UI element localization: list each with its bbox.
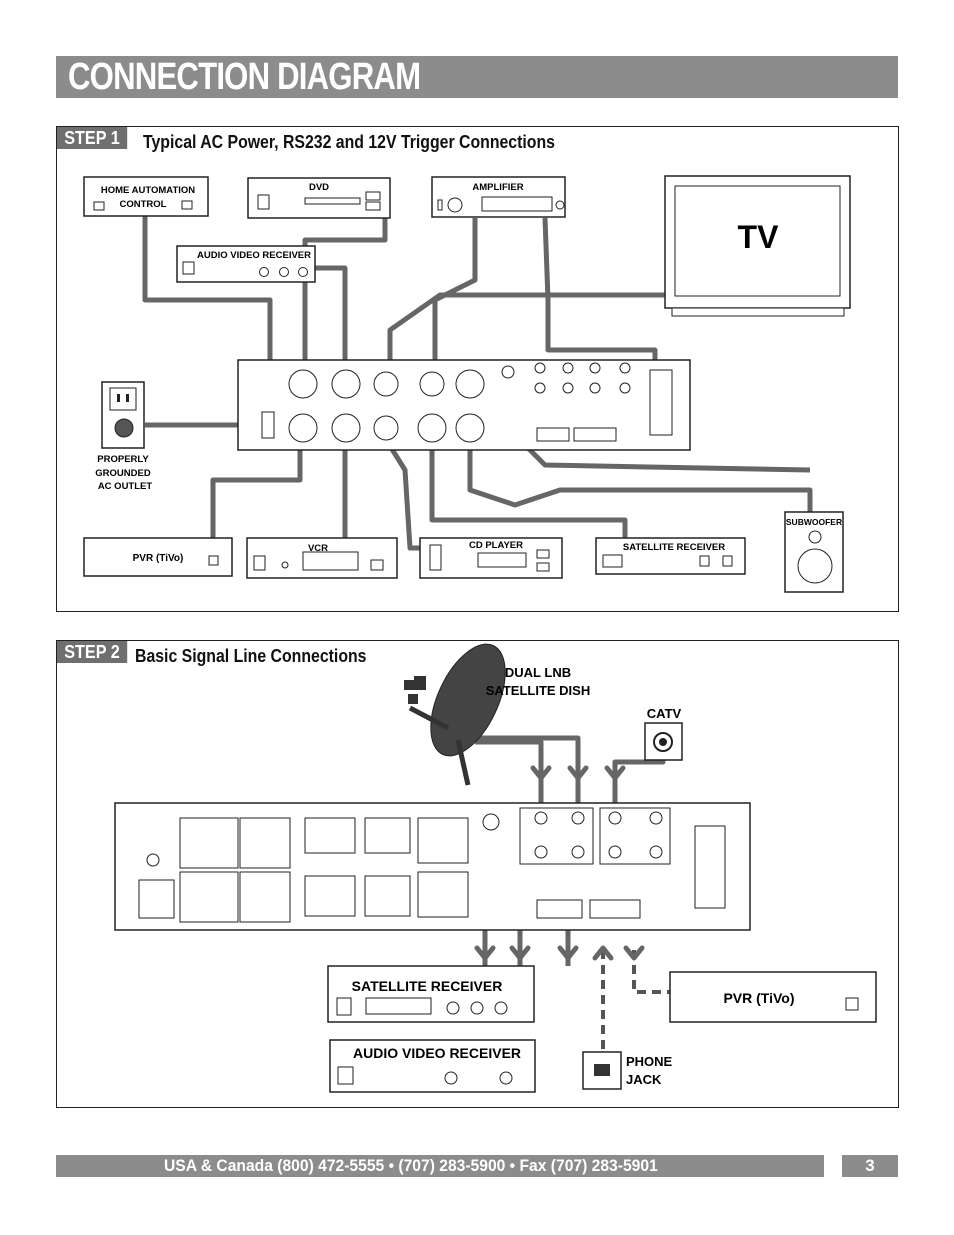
avr-label-step1: AUDIO VIDEO RECEIVER <box>197 250 311 261</box>
step1-tag: STEP 1 <box>57 127 127 149</box>
page-title-bar: CONNECTION DIAGRAM <box>56 56 898 98</box>
sat-receiver-label-step2: SATELLITE RECEIVER <box>352 978 503 994</box>
cable-amp <box>432 218 478 372</box>
vcr-label: VCR <box>308 543 328 554</box>
amplifier-device: AMPLIFIER <box>431 176 566 218</box>
cd-player-label: CD PLAYER <box>469 540 523 551</box>
dish-label-2: SATELLITE DISH <box>486 683 590 698</box>
satellite-dish: DUAL LNB SATELLITE DISH <box>404 643 590 786</box>
cable-sub <box>467 438 813 512</box>
tv-label: TV <box>738 219 780 255</box>
page-number: 3 <box>842 1155 898 1177</box>
dish-label-1: DUAL LNB <box>505 665 571 680</box>
outlet-label-3: AC OUTLET <box>98 481 153 492</box>
pvr-device-step2: PVR (TiVo) <box>669 971 877 1023</box>
cable-dvd <box>302 218 388 372</box>
footer-contact: USA & Canada (800) 472-5555 • (707) 283-… <box>164 1156 658 1175</box>
step1-title: Typical AC Power, RS232 and 12V Trigger … <box>143 132 555 152</box>
cable-sat <box>429 438 628 538</box>
avr-label-step2: AUDIO VIDEO RECEIVER <box>353 1045 521 1061</box>
step2-tag: STEP 2 <box>57 641 127 663</box>
cable-cd <box>382 436 420 551</box>
phone-jack-label-1: PHONE <box>626 1054 673 1069</box>
dvd-device: DVD <box>247 177 391 219</box>
home-automation-label-1: HOME AUTOMATION <box>101 185 195 196</box>
dvd-label: DVD <box>309 182 329 193</box>
cable-pvr <box>210 438 303 538</box>
power-conditioner-step2 <box>114 802 751 931</box>
subwoofer-label: SUBWOOFER <box>786 517 842 527</box>
step2-title: Basic Signal Line Connections <box>135 646 367 666</box>
outlet-label-2: GROUNDED <box>95 468 151 479</box>
cable-trigger <box>542 217 658 372</box>
avr-device-step1: AUDIO VIDEO RECEIVER <box>176 245 316 283</box>
catv-jack: CATV <box>644 706 683 761</box>
catv-label: CATV <box>647 706 682 721</box>
sat-receiver-label-step1: SATELLITE RECEIVER <box>623 542 725 553</box>
avr-device-step2: AUDIO VIDEO RECEIVER <box>329 1039 536 1093</box>
subwoofer-device: SUBWOOFER <box>784 511 844 593</box>
satellite-receiver-device-step1: SATELLITE RECEIVER <box>595 537 746 575</box>
power-conditioner-step1 <box>237 359 691 451</box>
pvr-label-step2: PVR (TiVo) <box>723 990 794 1006</box>
outlet-label-1: PROPERLY <box>97 454 149 465</box>
satellite-receiver-device-step2: SATELLITE RECEIVER <box>327 965 535 1023</box>
cable-tv <box>387 292 665 372</box>
phone-jack-label-2: JACK <box>626 1072 662 1087</box>
phone-jack: PHONE JACK <box>582 1051 673 1090</box>
footer-contact-bar: USA & Canada (800) 472-5555 • (707) 283-… <box>56 1155 824 1177</box>
cd-player-device: CD PLAYER <box>419 537 563 579</box>
ac-outlet: PROPERLY GROUNDED AC OUTLET <box>95 381 153 492</box>
home-automation-device: HOME AUTOMATION CONTROL <box>83 176 209 217</box>
pvr-label-step1: PVR (TiVo) <box>133 553 184 564</box>
pvr-device-step1: PVR (TiVo) <box>83 537 233 577</box>
tv-device: TV <box>664 175 851 317</box>
page-title: CONNECTION DIAGRAM <box>68 56 421 98</box>
vcr-device: VCR <box>246 537 398 579</box>
cable-home-automation <box>142 216 273 372</box>
home-automation-label-2: CONTROL <box>120 199 167 210</box>
amplifier-label: AMPLIFIER <box>472 182 523 193</box>
